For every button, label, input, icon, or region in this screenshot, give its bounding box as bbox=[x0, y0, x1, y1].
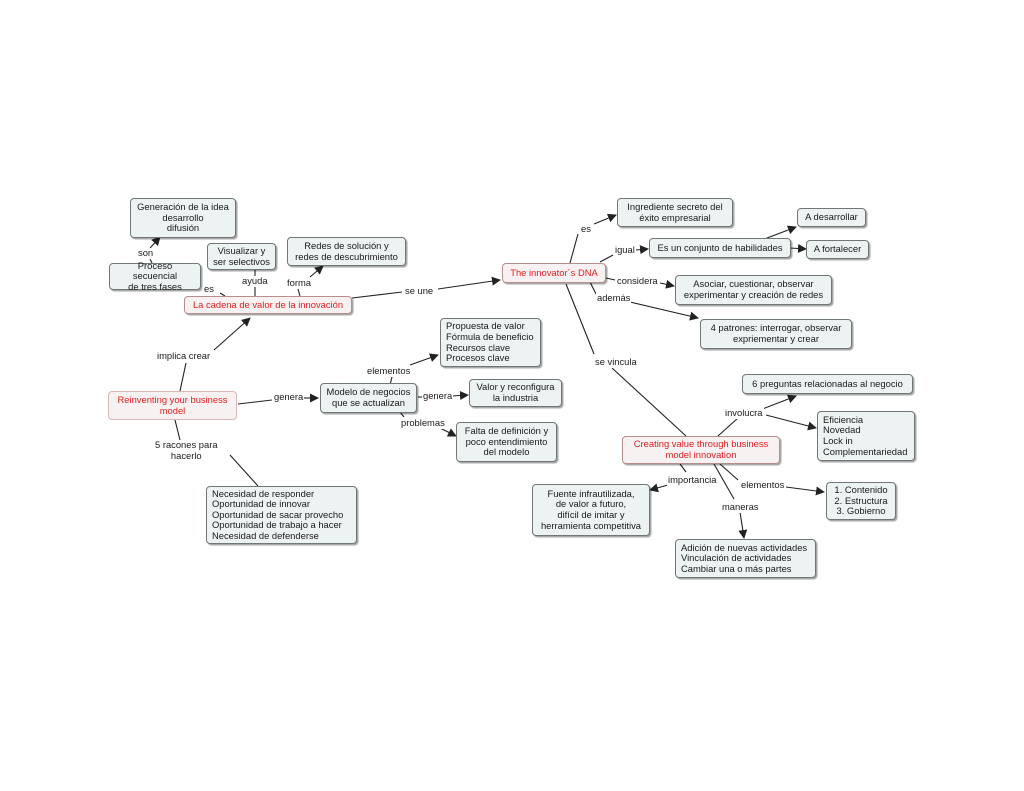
link-label-igual: igual bbox=[614, 244, 636, 256]
node-asociar[interactable]: Asociar, cuestionar, observar experiment… bbox=[675, 275, 832, 305]
link-label-ademas: además bbox=[596, 292, 632, 304]
node-preguntas[interactable]: 6 preguntas relacionadas al negocio bbox=[742, 374, 913, 394]
node-desarrollar[interactable]: A desarrollar bbox=[797, 208, 866, 227]
link-label-genera-2: genera bbox=[422, 390, 454, 402]
node-fuente[interactable]: Fuente infrautilizada, de valor a futuro… bbox=[532, 484, 650, 536]
link-label-son: son bbox=[137, 247, 155, 259]
link-label-forma: forma bbox=[286, 277, 312, 289]
link-label-importancia: importancia bbox=[667, 474, 718, 486]
node-modelo-negocios[interactable]: Modelo de negocios que se actualizan bbox=[320, 383, 417, 413]
node-proceso[interactable]: Proceso secuencial de tres fases bbox=[109, 260, 201, 292]
node-adicion[interactable]: Adición de nuevas actividades Vinculació… bbox=[675, 539, 816, 578]
node-eficiencia[interactable]: Eficiencia Novedad Lock in Complementari… bbox=[817, 411, 915, 461]
node-fortalecer[interactable]: A fortalecer bbox=[806, 240, 869, 259]
node-creating-value[interactable]: Creating value through business model in… bbox=[622, 436, 780, 464]
node-contenido[interactable]: 1. Contenido 2. Estructura 3. Gobierno bbox=[826, 482, 896, 520]
link-label-razones: 5 racones para hacerlo bbox=[154, 439, 219, 462]
link-label-ayuda: ayuda bbox=[241, 275, 269, 287]
node-cadena-valor[interactable]: La cadena de valor de la innovación bbox=[184, 296, 352, 314]
node-valor-reconfigura[interactable]: Valor y reconfigura la industria bbox=[469, 379, 562, 407]
node-falta-definicion[interactable]: Falta de definición y poco entendimiento… bbox=[456, 422, 557, 462]
link-label-es-2: es bbox=[580, 223, 592, 235]
link-label-implica-crear: implica crear bbox=[156, 350, 212, 362]
link-label-se-vincula: se vincula bbox=[594, 356, 638, 368]
node-necesidad[interactable]: Necesidad de responder Oportunidad de in… bbox=[206, 486, 357, 544]
node-reinventing[interactable]: Reinventing your business model bbox=[108, 391, 237, 420]
link-label-elementos: elementos bbox=[366, 365, 412, 377]
node-ingrediente[interactable]: Ingrediente secreto del éxito empresaria… bbox=[617, 198, 733, 227]
node-patrones[interactable]: 4 patrones: interrogar, observar expriem… bbox=[700, 319, 852, 349]
link-label-genera: genera bbox=[273, 391, 305, 403]
link-label-es: es bbox=[203, 283, 215, 295]
node-propuesta[interactable]: Propuesta de valor Fórmula de beneficio … bbox=[440, 318, 541, 367]
link-label-maneras: maneras bbox=[721, 501, 760, 513]
node-conjunto-habilidades[interactable]: Es un conjunto de habilidades bbox=[649, 238, 791, 258]
link-label-elementos-2: elementos bbox=[740, 479, 786, 491]
node-redes[interactable]: Redes de solución y redes de descubrimie… bbox=[287, 237, 406, 266]
node-innovators-dna[interactable]: The innovator´s DNA bbox=[502, 263, 606, 283]
link-label-se-une: se une bbox=[404, 285, 435, 297]
node-visualizar[interactable]: Visualizar y ser selectivos bbox=[207, 243, 276, 270]
node-generacion[interactable]: Generación de la idea desarrollo difusió… bbox=[130, 198, 236, 238]
link-label-problemas: problemas bbox=[400, 417, 446, 429]
link-label-involucra: involucra bbox=[724, 407, 764, 419]
link-label-considera: considera bbox=[616, 275, 659, 287]
